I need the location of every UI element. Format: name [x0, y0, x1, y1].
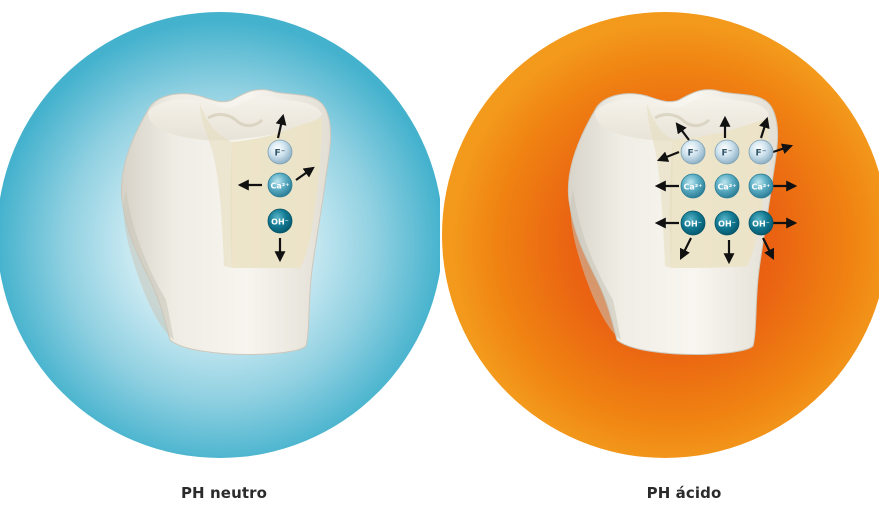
hydroxide-ion: OH⁻ — [681, 211, 705, 235]
hydroxide-ion-label: OH⁻ — [271, 218, 289, 227]
fluoride-ion: F⁻ — [681, 140, 705, 164]
fluoride-ion-label: F⁻ — [688, 149, 699, 159]
calcium-ion: Ca²⁺ — [268, 173, 292, 197]
fluoride-ion-label: F⁻ — [756, 149, 767, 159]
calcium-ion: Ca²⁺ — [749, 174, 773, 198]
fluoride-ion-label: F⁻ — [722, 149, 733, 159]
fluoride-ion-label: F⁻ — [275, 149, 286, 159]
acidic-ph-panel: F⁻ F⁻ F⁻ Ca²⁺ Ca²⁺ Ca²⁺ OH⁻ — [439, 0, 879, 512]
calcium-ion: Ca²⁺ — [715, 174, 739, 198]
fluoride-ion: F⁻ — [749, 140, 773, 164]
calcium-ion: Ca²⁺ — [681, 174, 705, 198]
acidic-ph-caption: PH ácido — [584, 484, 784, 502]
calcium-ion-label: Ca²⁺ — [752, 183, 771, 192]
hydroxide-ion: OH⁻ — [268, 209, 292, 233]
acidic-ph-illustration: F⁻ F⁻ F⁻ Ca²⁺ Ca²⁺ Ca²⁺ OH⁻ — [439, 0, 879, 470]
neutral-ph-caption: PH neutro — [124, 484, 324, 502]
calcium-ion-label: Ca²⁺ — [684, 183, 703, 192]
hydroxide-ion: OH⁻ — [715, 211, 739, 235]
fluoride-ion: F⁻ — [715, 140, 739, 164]
hydroxide-ion-label: OH⁻ — [684, 220, 702, 229]
calcium-ion-label: Ca²⁺ — [718, 183, 737, 192]
hydroxide-ion-label: OH⁻ — [752, 220, 770, 229]
hydroxide-ion-label: OH⁻ — [718, 220, 736, 229]
calcium-ion-label: Ca²⁺ — [271, 182, 290, 191]
neutral-ph-panel: F⁻ Ca²⁺ OH⁻ PH neutro — [0, 0, 440, 512]
fluoride-ion: F⁻ — [268, 140, 292, 164]
neutral-ph-illustration: F⁻ Ca²⁺ OH⁻ — [0, 0, 440, 470]
hydroxide-ion: OH⁻ — [749, 211, 773, 235]
